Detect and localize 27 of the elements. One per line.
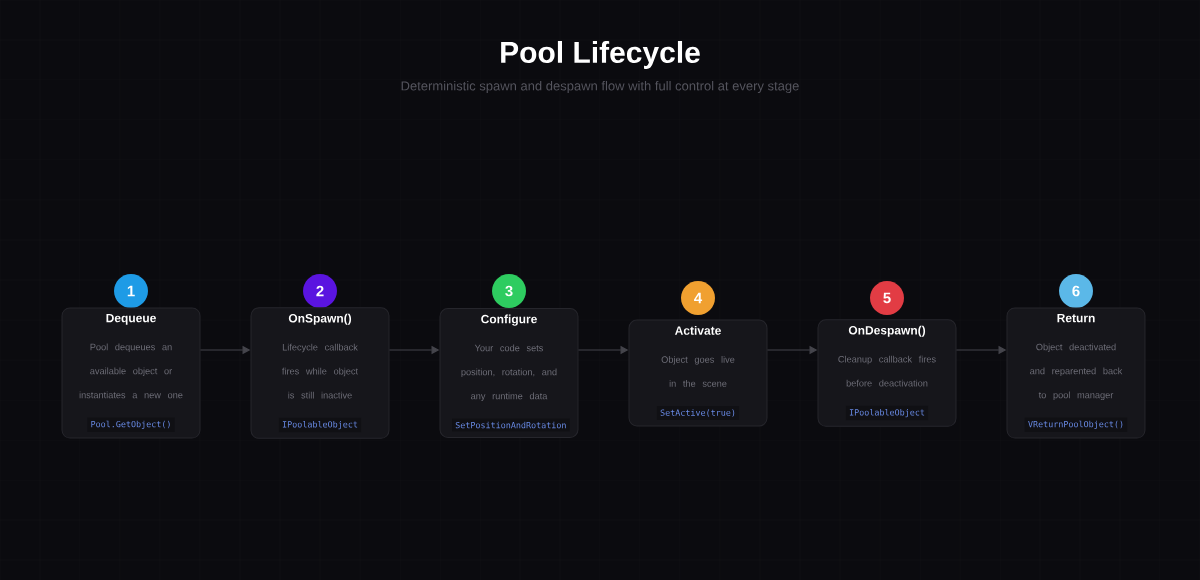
step-number: 5: [870, 281, 904, 315]
subtitle: Deterministic spawn and despawn flow with full control at every stage: [401, 80, 799, 94]
step-description: Object goes live in the scene: [661, 356, 735, 387]
code-chip: SetActive(true): [656, 406, 740, 420]
step-card: [817, 319, 957, 427]
step-title: OnSpawn(): [288, 313, 352, 325]
step-number: 2: [303, 274, 337, 308]
step-card: [250, 307, 390, 439]
step-description: Your code sets position, rotation, and any runtime data: [461, 344, 557, 402]
step-number: 1: [114, 274, 148, 308]
step-description: Lifecycle callback fires while object is still inactive: [282, 343, 358, 399]
step-title: Activate: [675, 326, 721, 335]
title: Pool Lifecycle: [501, 41, 700, 69]
step-title: Configure: [481, 314, 537, 326]
step-card: [628, 319, 768, 427]
step-description: Object deactivated and reparented back to pool manager: [1030, 343, 1123, 401]
step-card: [61, 307, 201, 439]
step-description: Pool dequeues an available object or instantiates a new one: [79, 343, 183, 399]
step-card: [439, 308, 579, 438]
step-card: [1006, 307, 1146, 439]
step-number: 3: [492, 274, 526, 308]
step-description: Cleanup callback fires before deactivation: [838, 355, 936, 387]
step-number: 4: [681, 281, 715, 315]
step-title: Dequeue: [106, 313, 156, 325]
step-number: 6: [1059, 274, 1093, 308]
step-title: Return: [1057, 313, 1095, 323]
step-title: OnDespawn(): [848, 325, 926, 337]
